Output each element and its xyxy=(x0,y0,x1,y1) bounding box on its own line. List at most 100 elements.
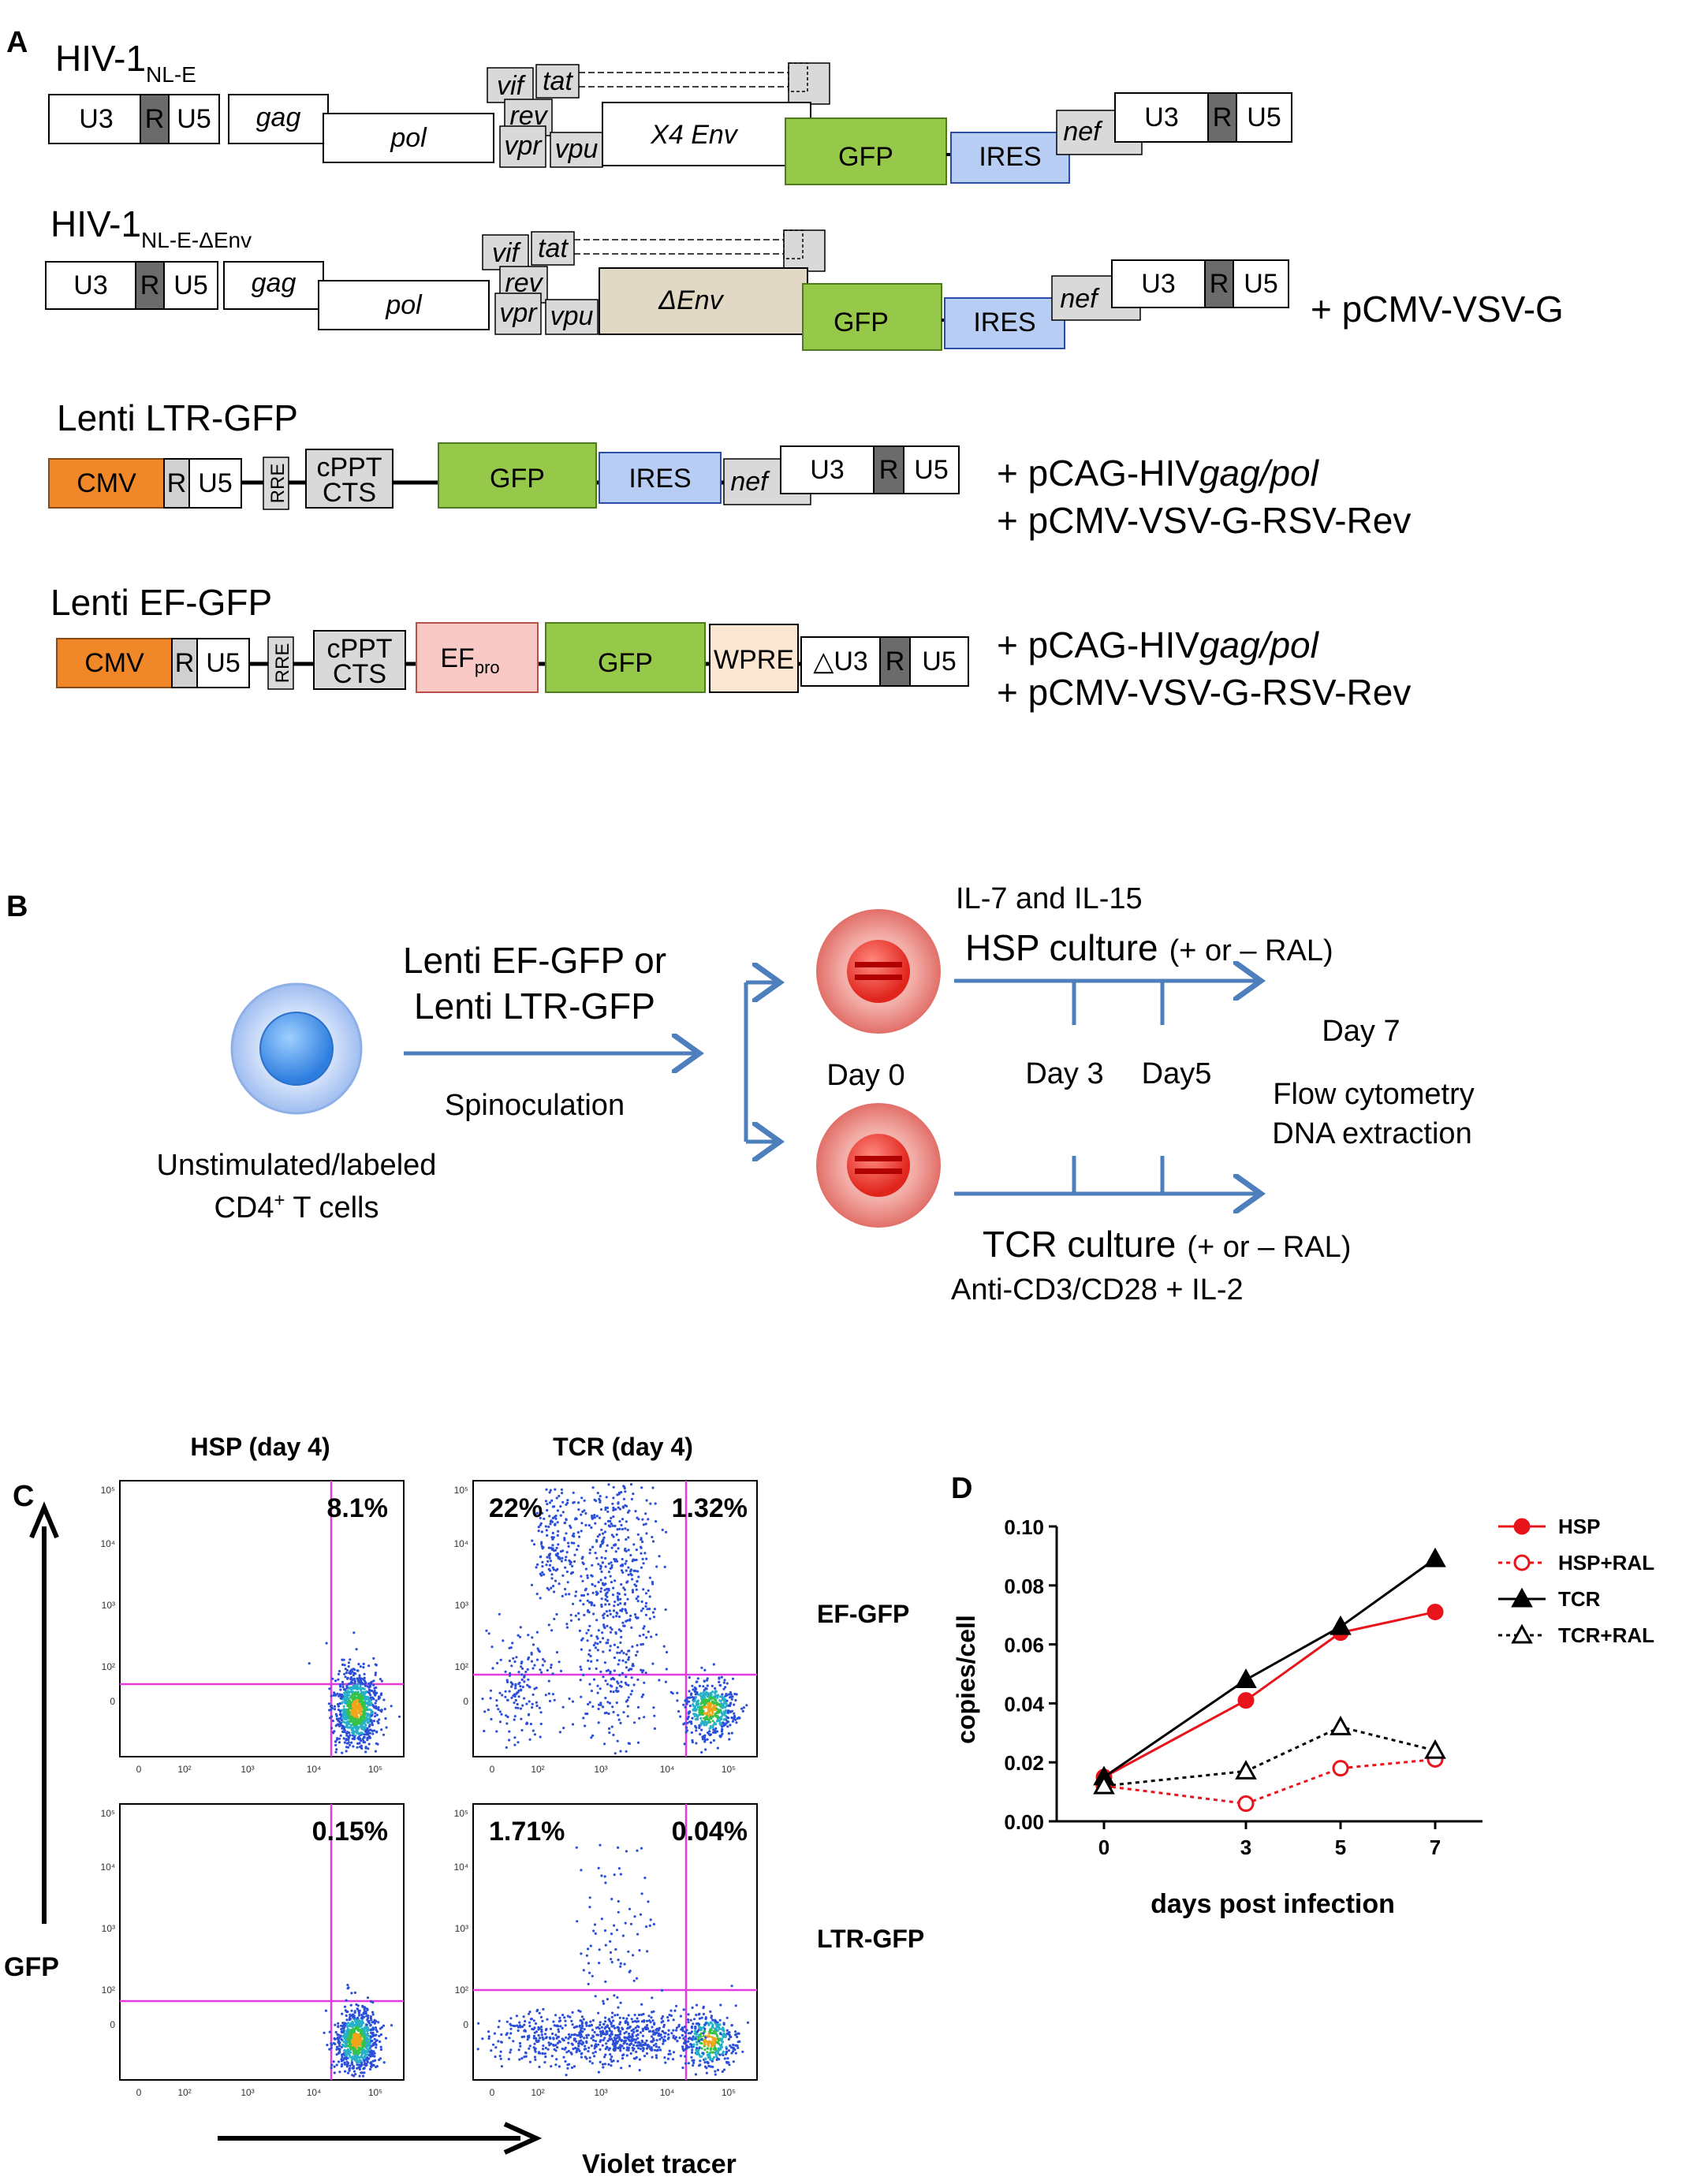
flow-event-dot xyxy=(487,2035,490,2038)
flow-event-dot xyxy=(596,1492,599,1495)
flow-event-dot xyxy=(647,1518,650,1521)
flow-event-dot xyxy=(590,2044,593,2048)
flow-event-dot xyxy=(734,2004,737,2007)
flow-event-dot xyxy=(371,1690,374,1693)
seg-r-3p-label: R xyxy=(1213,102,1233,132)
flow-event-dot xyxy=(616,1560,619,1563)
flow-event-dot xyxy=(349,2030,352,2033)
flow-event-dot xyxy=(727,2049,731,2052)
gfp-axis-arrow-icon xyxy=(29,1501,59,1539)
flow-event-dot xyxy=(716,2034,719,2037)
flow-event-dot xyxy=(700,1750,703,1754)
flow-event-dot xyxy=(714,1723,718,1726)
flow-event-dot xyxy=(585,1954,589,1957)
flow-event-dot xyxy=(346,1712,349,1715)
flow-event-dot xyxy=(514,1684,517,1687)
flow-event-dot xyxy=(587,1659,590,1662)
flow-event-dot xyxy=(636,1644,639,1647)
flow-event-dot xyxy=(359,1693,362,1696)
flow-event-dot xyxy=(345,1720,349,1724)
flow-event-dot xyxy=(659,2033,662,2037)
svg-text:10⁵: 10⁵ xyxy=(368,2087,382,2098)
flow-event-dot xyxy=(624,1527,627,1530)
flow-event-dot xyxy=(702,2032,705,2035)
flow-event-dot xyxy=(593,2055,596,2058)
flow-event-dot xyxy=(577,1508,580,1511)
flow-event-dot xyxy=(725,1693,728,1696)
legend-marker xyxy=(1513,1554,1531,1571)
flow-event-dot xyxy=(528,1700,531,1703)
flow-event-dot xyxy=(554,1517,558,1520)
flow-event-dot xyxy=(705,1722,708,1725)
flow-event-dot xyxy=(374,2026,378,2029)
flow-event-dot xyxy=(612,1586,615,1590)
flow-event-dot xyxy=(723,1717,726,1720)
flow-event-dot xyxy=(658,2046,661,2049)
flow-event-dot xyxy=(597,2011,600,2014)
flow-event-dot xyxy=(352,1677,356,1680)
flow-event-dot xyxy=(690,1692,693,1695)
flow-event-dot xyxy=(511,1683,514,1686)
flow-event-dot xyxy=(604,2016,607,2019)
flow-event-dot xyxy=(716,1716,719,1719)
flow-event-dot xyxy=(636,1741,640,1744)
flow-event-dot xyxy=(561,1705,565,1709)
flow-event-dot xyxy=(517,1706,520,1709)
flow-event-dot xyxy=(356,1669,359,1672)
flow-event-dot xyxy=(349,1707,352,1710)
flow-event-dot xyxy=(711,1690,714,1694)
flow-event-dot xyxy=(483,1729,486,1733)
flow-event-dot xyxy=(341,2022,345,2025)
flow-event-dot xyxy=(627,1658,630,1661)
percent-tcr-ltr-upper-right: 0.04% xyxy=(672,1817,748,1847)
flow-event-dot xyxy=(366,2033,369,2037)
flow-event-dot xyxy=(362,2036,365,2039)
flow-event-dot xyxy=(379,1709,382,1712)
flow-event-dot xyxy=(666,2019,670,2022)
flow-event-dot xyxy=(622,1485,625,1488)
flow-event-dot xyxy=(703,1679,706,1683)
flow-event-dot xyxy=(612,1508,615,1511)
flow-event-dot xyxy=(499,1658,502,1661)
flow-event-dot xyxy=(374,1750,377,1753)
flow-event-dot xyxy=(569,1563,572,1566)
flow-event-dot xyxy=(655,2032,658,2035)
flow-event-dot xyxy=(648,1924,651,1927)
flow-event-dot xyxy=(528,2060,532,2063)
flow-event-dot xyxy=(602,2000,605,2003)
flow-event-dot xyxy=(345,2054,348,2057)
flow-event-dot xyxy=(384,2037,388,2040)
flow-event-dot xyxy=(343,1695,346,1698)
flow-event-dot xyxy=(627,2046,631,2050)
flow-event-dot xyxy=(610,1534,614,1537)
flow-event-dot xyxy=(599,2060,602,2063)
flow-event-dot xyxy=(560,1560,564,1563)
flow-event-dot xyxy=(693,1686,697,1690)
flow-event-dot xyxy=(552,2020,555,2023)
flow-event-dot xyxy=(571,2043,574,2046)
flow-event-dot xyxy=(595,1619,599,1622)
seg-tat-label: tat xyxy=(538,233,569,263)
flow-event-dot xyxy=(603,1530,607,1534)
flow-event-dot xyxy=(604,1506,607,1509)
flow-event-dot xyxy=(636,2037,640,2040)
flow-event-dot xyxy=(662,2040,666,2043)
flow-event-dot xyxy=(356,2016,359,2019)
flow-event-dot xyxy=(577,2009,580,2012)
flow-event-dot xyxy=(707,1714,710,1717)
flow-event-dot xyxy=(715,1701,718,1704)
flow-event-dot xyxy=(551,1672,554,1675)
seg-rre-label: RRE xyxy=(267,464,289,504)
flow-event-dot xyxy=(722,1687,725,1690)
flow-event-dot xyxy=(356,2036,360,2039)
flow-event-dot xyxy=(545,1563,548,1567)
flow-event-dot xyxy=(691,2059,694,2062)
flow-event-dot xyxy=(375,2046,378,2049)
flow-event-dot xyxy=(518,2021,521,2024)
flow-event-dot xyxy=(700,2042,703,2045)
flow-event-dot xyxy=(721,1732,724,1735)
flow-event-dot xyxy=(599,1495,602,1498)
flow-event-dot xyxy=(348,2016,352,2019)
flow-event-dot xyxy=(343,1741,346,1744)
flow-event-dot xyxy=(631,2033,634,2037)
